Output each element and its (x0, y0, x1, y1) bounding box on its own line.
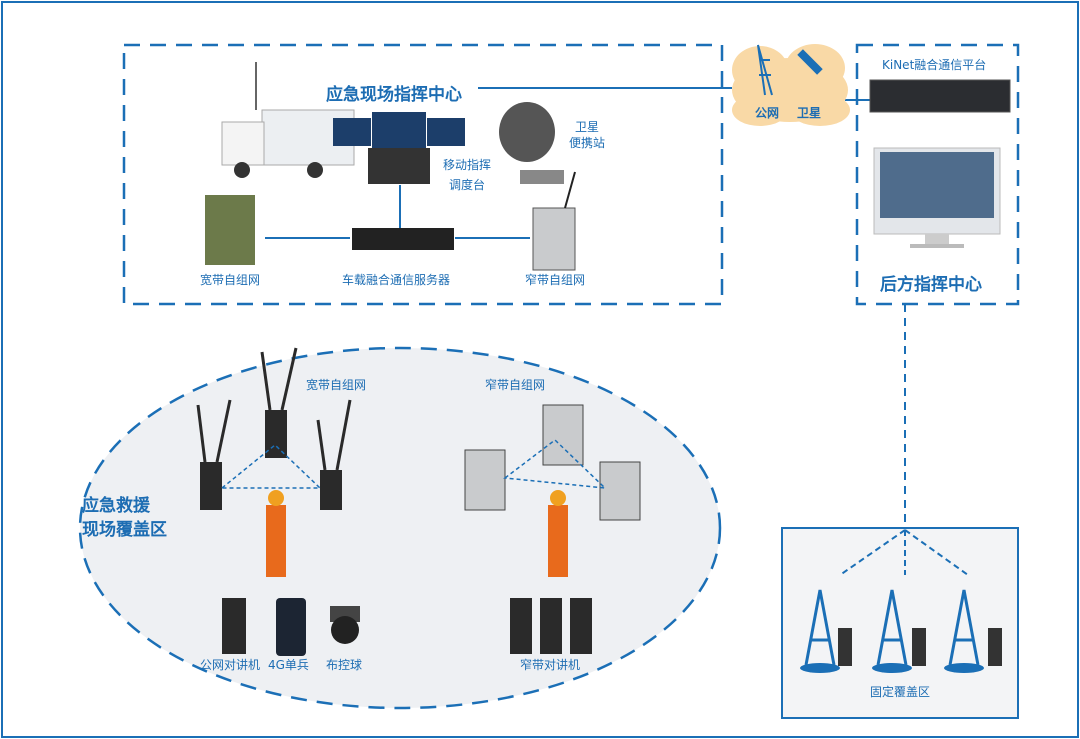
4g-single-icon (276, 598, 306, 656)
site-center-title: 应急现场指挥中心 (326, 85, 462, 105)
coverage-narrowband-label: 窄带自组网 (485, 378, 546, 392)
coverage-title-2: 现场覆盖区 (82, 520, 167, 540)
server-icon (869, 79, 1011, 113)
server-label: 车载融合通信服务器 (342, 273, 451, 287)
narrowband-node-icon (464, 404, 641, 521)
handheld-radio-icon (222, 598, 592, 654)
ptz-ball-label: 布控球 (326, 658, 363, 672)
ptz-ball-icon (330, 606, 360, 644)
narrowband-radio-icon (532, 171, 576, 271)
fixed-coverage-label: 固定覆盖区 (870, 685, 931, 699)
firefighter-icon (266, 490, 568, 577)
sat-station-label-1: 卫星 (575, 120, 600, 134)
broadband-node-icon (200, 410, 342, 510)
satellite-dish-icon (499, 102, 564, 184)
rear-center-title: 后方指挥中心 (880, 275, 982, 295)
console-label-2: 调度台 (449, 178, 486, 192)
coverage-ellipse (78, 346, 722, 710)
public-radio-label: 公网对讲机 (200, 658, 261, 672)
server-box-icon (352, 228, 454, 250)
satellite-label: 卫星 (797, 106, 822, 120)
coverage-title-1: 应急救援 (82, 496, 150, 516)
public-network-label: 公网 (755, 106, 780, 120)
satellite-icon (797, 49, 823, 75)
coverage-broadband-label: 宽带自组网 (306, 378, 367, 392)
narrow-radio-label: 窄带对讲机 (520, 658, 581, 672)
broadband-radio-icon (205, 195, 255, 265)
console-icon (333, 112, 465, 184)
rear-center-box (855, 43, 1020, 306)
monitor-icon (873, 147, 1001, 248)
tower-icon (757, 44, 773, 96)
console-label-1: 移动指挥 (443, 158, 492, 172)
platform-label: KiNet融合通信平台 (882, 58, 987, 72)
sat-station-label-2: 便携站 (569, 136, 606, 150)
site-center-box (122, 43, 724, 306)
fixed-coverage-box (781, 527, 1019, 719)
narrowband-label: 窄带自组网 (525, 273, 586, 287)
4g-single-label: 4G单兵 (268, 658, 309, 672)
base-station-icon (804, 589, 980, 666)
broadband-label: 宽带自组网 (200, 273, 261, 287)
cloud-icon (732, 44, 850, 126)
